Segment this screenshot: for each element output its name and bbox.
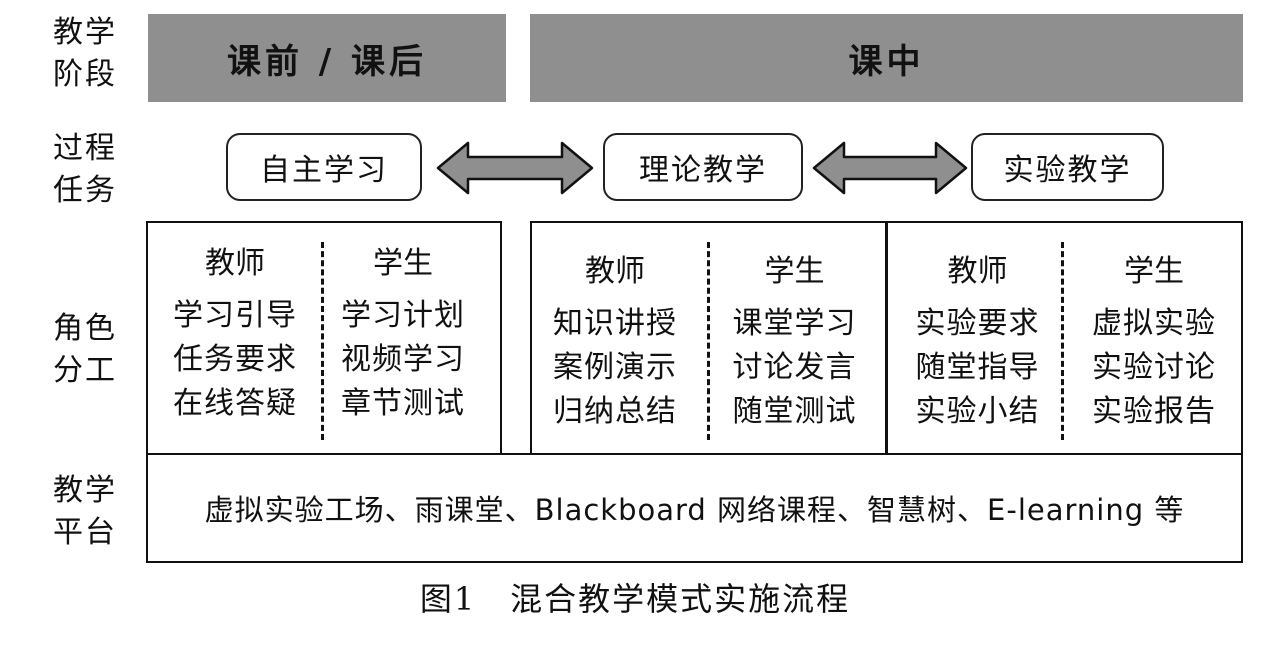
role-item: 学习引导 [173, 298, 297, 333]
role-item: 课堂学习 [732, 306, 857, 341]
role-item: 归纳总结 [553, 394, 677, 429]
role-column-experiment-teacher: 教师 实验要求 随堂指导 实验小结 [900, 252, 1055, 434]
role-item: 随堂测试 [732, 394, 857, 429]
role-item: 讨论发言 [732, 350, 857, 385]
task-self-study-label: 自主学习 [260, 153, 388, 188]
dashed-separator-theory [707, 242, 710, 440]
role-head: 学生 [373, 246, 433, 281]
role-item: 章节测试 [341, 386, 465, 421]
platform-list: 虚拟实验工场、雨课堂、Blackboard 网络课程、智慧树、E-learnin… [204, 493, 1185, 527]
row-label-teaching-stage: 教学 阶段 [53, 15, 117, 92]
role-box-pre-post [146, 221, 502, 455]
role-column-pre-post-student: 学生 学习计划 视频学习 章节测试 [328, 244, 478, 426]
role-item: 案例演示 [553, 350, 677, 385]
task-experiment-teaching: 实验教学 [971, 133, 1164, 201]
role-box-divider [885, 221, 888, 455]
platform-text: 虚拟实验工场、雨课堂、Blackboard 网络课程、智慧树、E-learnin… [146, 453, 1243, 563]
role-item: 随堂指导 [915, 350, 1040, 385]
role-item: 知识讲授 [553, 306, 677, 341]
role-head: 教师 [205, 246, 265, 281]
role-item: 视频学习 [341, 342, 465, 377]
role-column-experiment-student: 学生 虚拟实验 实验讨论 实验报告 [1075, 252, 1233, 434]
role-item: 实验讨论 [1092, 350, 1216, 385]
stage-in-class-label: 课中 [848, 41, 925, 82]
role-column-theory-student: 学生 课堂学习 讨论发言 随堂测试 [717, 252, 872, 434]
role-item: 实验要求 [915, 306, 1040, 341]
double-arrow-icon-left [436, 141, 594, 195]
role-item: 实验小结 [915, 394, 1040, 429]
role-column-pre-post-teacher: 教师 学习引导 任务要求 在线答疑 [160, 244, 310, 426]
task-theory-teaching: 理论教学 [603, 133, 803, 201]
role-item: 任务要求 [173, 342, 297, 377]
row-label-role-division: 角色 分工 [53, 311, 117, 388]
figure-caption: 图1 混合教学模式实施流程 [419, 580, 851, 618]
stage-pre-post-class: 课前 / 课后 [148, 14, 506, 102]
role-item: 学习计划 [341, 298, 465, 333]
dashed-separator-experiment [1061, 242, 1064, 440]
role-head: 学生 [1124, 254, 1184, 289]
role-item: 在线答疑 [173, 386, 297, 421]
task-self-study: 自主学习 [226, 133, 422, 201]
task-theory-label: 理论教学 [639, 153, 767, 188]
role-head: 学生 [764, 254, 825, 289]
double-arrow-icon-right [812, 141, 968, 195]
stage-in-class: 课中 [530, 14, 1243, 102]
role-head: 教师 [585, 254, 645, 289]
stage-pre-post-label: 课前 / 课后 [226, 41, 428, 82]
role-item: 实验报告 [1092, 394, 1216, 429]
role-head: 教师 [947, 254, 1008, 289]
row-label-process-task: 过程 任务 [53, 131, 117, 208]
role-item: 虚拟实验 [1092, 306, 1216, 341]
role-column-theory-teacher: 教师 知识讲授 案例演示 归纳总结 [540, 252, 690, 434]
row-label-teaching-platform: 教学 平台 [53, 473, 117, 550]
dashed-separator-pre-post [321, 242, 324, 440]
platform-box [146, 453, 1243, 563]
task-experiment-label: 实验教学 [1003, 153, 1132, 188]
